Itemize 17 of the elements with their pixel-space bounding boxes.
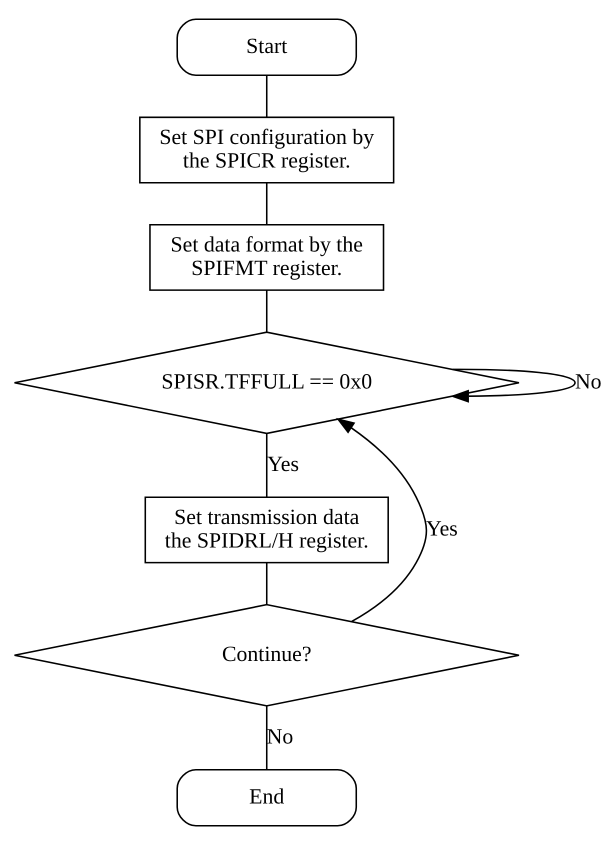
connector bbox=[266, 434, 268, 498]
node-box: Set SPI configuration by the SPICR register. bbox=[139, 116, 394, 184]
node-diamond: Continue? bbox=[14, 604, 520, 707]
connector bbox=[266, 706, 268, 770]
arrow bbox=[336, 418, 428, 622]
node-box: Start bbox=[176, 18, 358, 76]
node-box: Set data format by the SPIFMT register. bbox=[149, 224, 384, 291]
node-box: End bbox=[176, 768, 358, 827]
connector bbox=[266, 182, 268, 225]
node-box: Set transmission data the SPIDRL/H register. bbox=[144, 496, 389, 564]
edge-label: No bbox=[266, 724, 294, 749]
connector bbox=[266, 290, 268, 332]
connector bbox=[266, 76, 268, 117]
edge-label: Yes bbox=[267, 452, 299, 476]
arrow bbox=[450, 368, 576, 403]
edge-label: No bbox=[574, 370, 602, 394]
connector bbox=[266, 562, 268, 604]
